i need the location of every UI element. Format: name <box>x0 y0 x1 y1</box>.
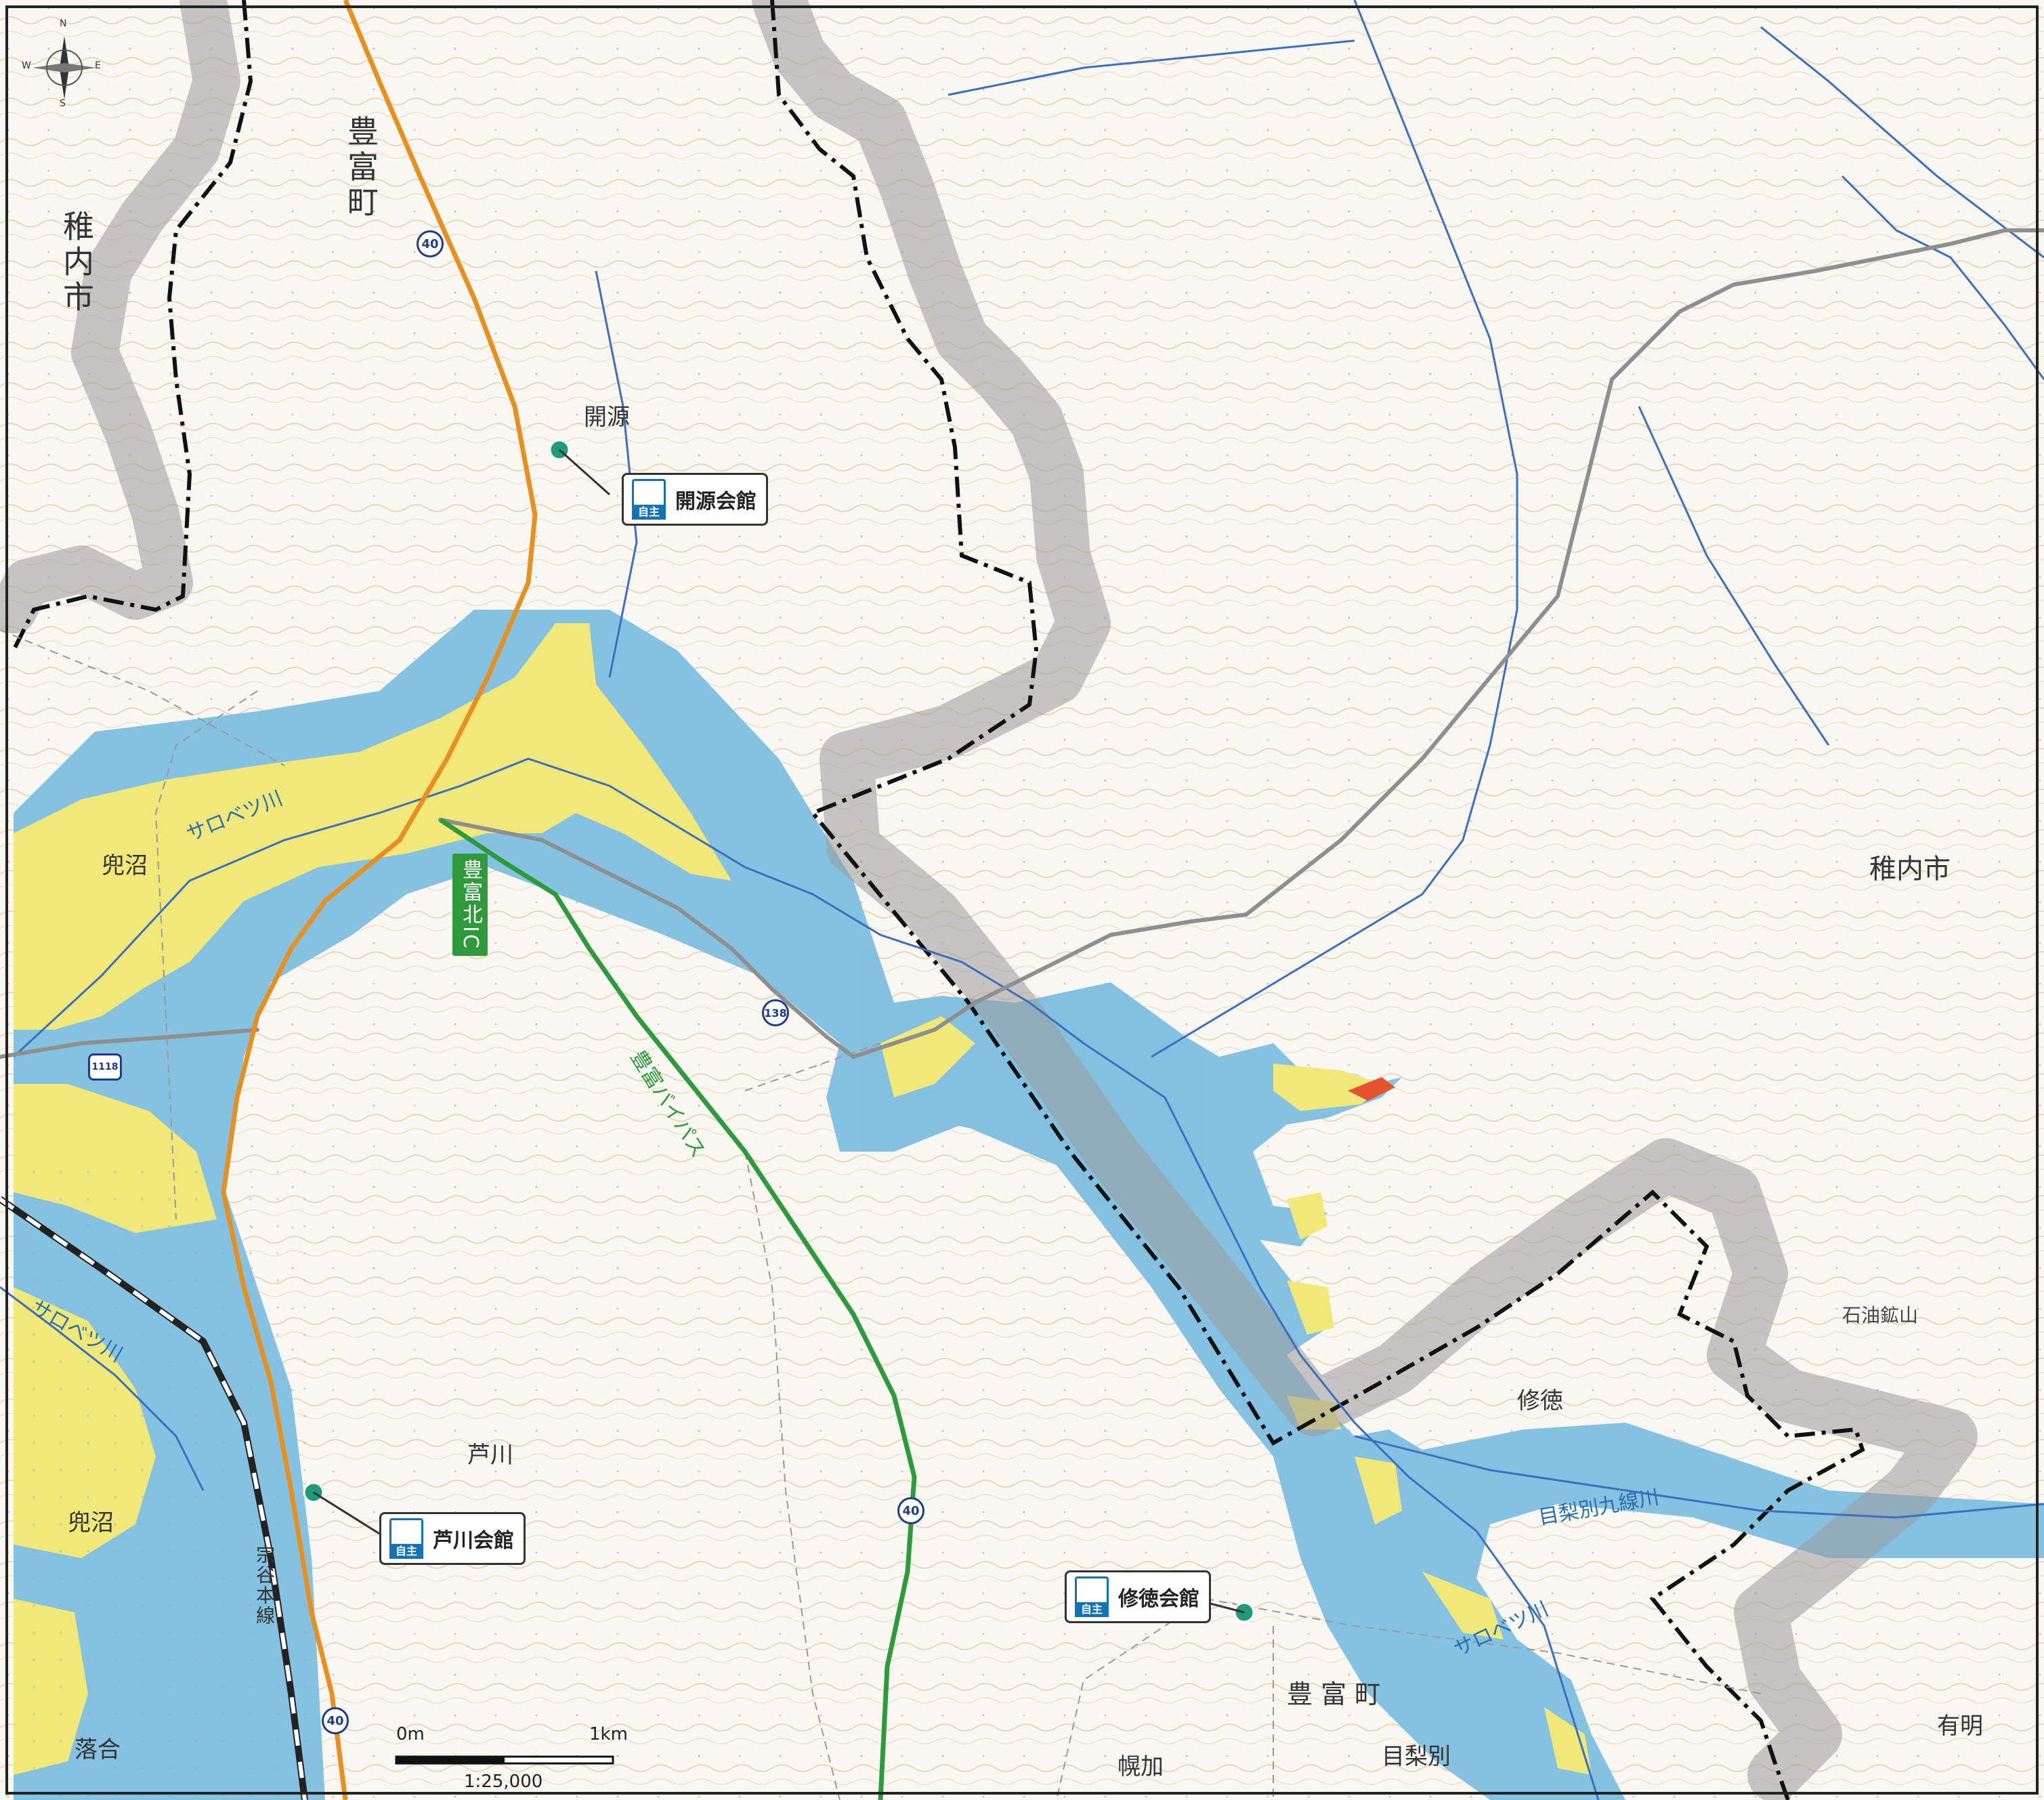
place-ariake: 有明 <box>1937 1713 1983 1740</box>
shelter-ashikawa-name: 芦川会館 <box>433 1529 514 1553</box>
compass-e: E <box>95 60 101 71</box>
route-40 <box>221 0 538 1800</box>
compass-n: N <box>60 18 67 29</box>
flood-area-orange <box>1348 1077 1395 1101</box>
place-toyotomi-se: 豊 富 町 <box>1287 1679 1381 1709</box>
shelter-shutoku[interactable]: 自主 修徳会館 <box>1065 1570 1211 1623</box>
municipal-boundary <box>12 0 1865 1800</box>
railway-dash <box>0 1197 307 1800</box>
scale-ratio: 1:25,000 <box>464 1772 543 1792</box>
map-frame <box>5 5 2039 1795</box>
shelter-ashikawa[interactable]: 自主 芦川会館 <box>379 1512 526 1565</box>
compass-w: W <box>22 60 31 71</box>
scale-bar: 0m 1km 1:25,000 <box>396 1724 628 1792</box>
compass-icon <box>33 36 96 100</box>
scale-km: 1km <box>589 1724 628 1744</box>
shelter-shutoku-name: 修徳会館 <box>1118 1587 1199 1611</box>
place-wakkanai-e: 稚内市 <box>1869 854 1951 885</box>
toyotomi-bypass <box>439 818 917 1800</box>
toyotomi-kita-ic: 豊富北IC <box>452 854 488 956</box>
route-138-shield: 138 <box>762 999 789 1026</box>
railway-label: 宗谷本線 <box>253 1545 276 1626</box>
place-kabuto-s: 兜沼 <box>68 1509 114 1536</box>
evacuation-shelter-icon: 自主 <box>387 1516 426 1561</box>
place-menashibetsu: 目梨別 <box>1382 1743 1451 1770</box>
shelter-kaigen[interactable]: 自主 開源会館 <box>622 473 768 526</box>
route-40-shield-1: 40 <box>417 230 444 257</box>
shelter-kaigen-name: 開源会館 <box>675 490 757 514</box>
route-1118-shield: 1118 <box>88 1053 122 1081</box>
evacuation-shelter-icon: 自主 <box>1072 1574 1111 1619</box>
place-kaigen: 開源 <box>584 404 630 431</box>
place-horoka: 幌加 <box>1117 1753 1164 1780</box>
place-shutoku: 修徳 <box>1517 1387 1563 1415</box>
compass-rose: N E S W <box>22 18 102 109</box>
wetland-texture <box>0 1152 325 1800</box>
roads-gray <box>0 228 2044 1060</box>
minor-roads <box>0 629 1762 1800</box>
shelter-points <box>303 439 1255 1623</box>
compass-s: S <box>60 98 66 109</box>
boundary-buffer <box>0 0 1978 1800</box>
route-40-shield-2: 40 <box>897 1497 924 1524</box>
place-toyotomi-nw: 豊富町 <box>343 115 379 221</box>
place-kabuto-n: 兜沼 <box>102 852 148 879</box>
scale-bar-graphic <box>395 1755 614 1765</box>
evacuation-shelter-icon: 自主 <box>629 477 668 522</box>
place-ishiyu: 石油鉱山 <box>1842 1304 1919 1326</box>
place-ochiai: 落合 <box>74 1736 121 1763</box>
place-wakkanai-w: 稚内市 <box>58 210 95 316</box>
place-ashikawa: 芦川 <box>467 1442 513 1469</box>
scale-zero: 0m <box>396 1724 425 1744</box>
route-40-shield-3: 40 <box>322 1707 349 1734</box>
